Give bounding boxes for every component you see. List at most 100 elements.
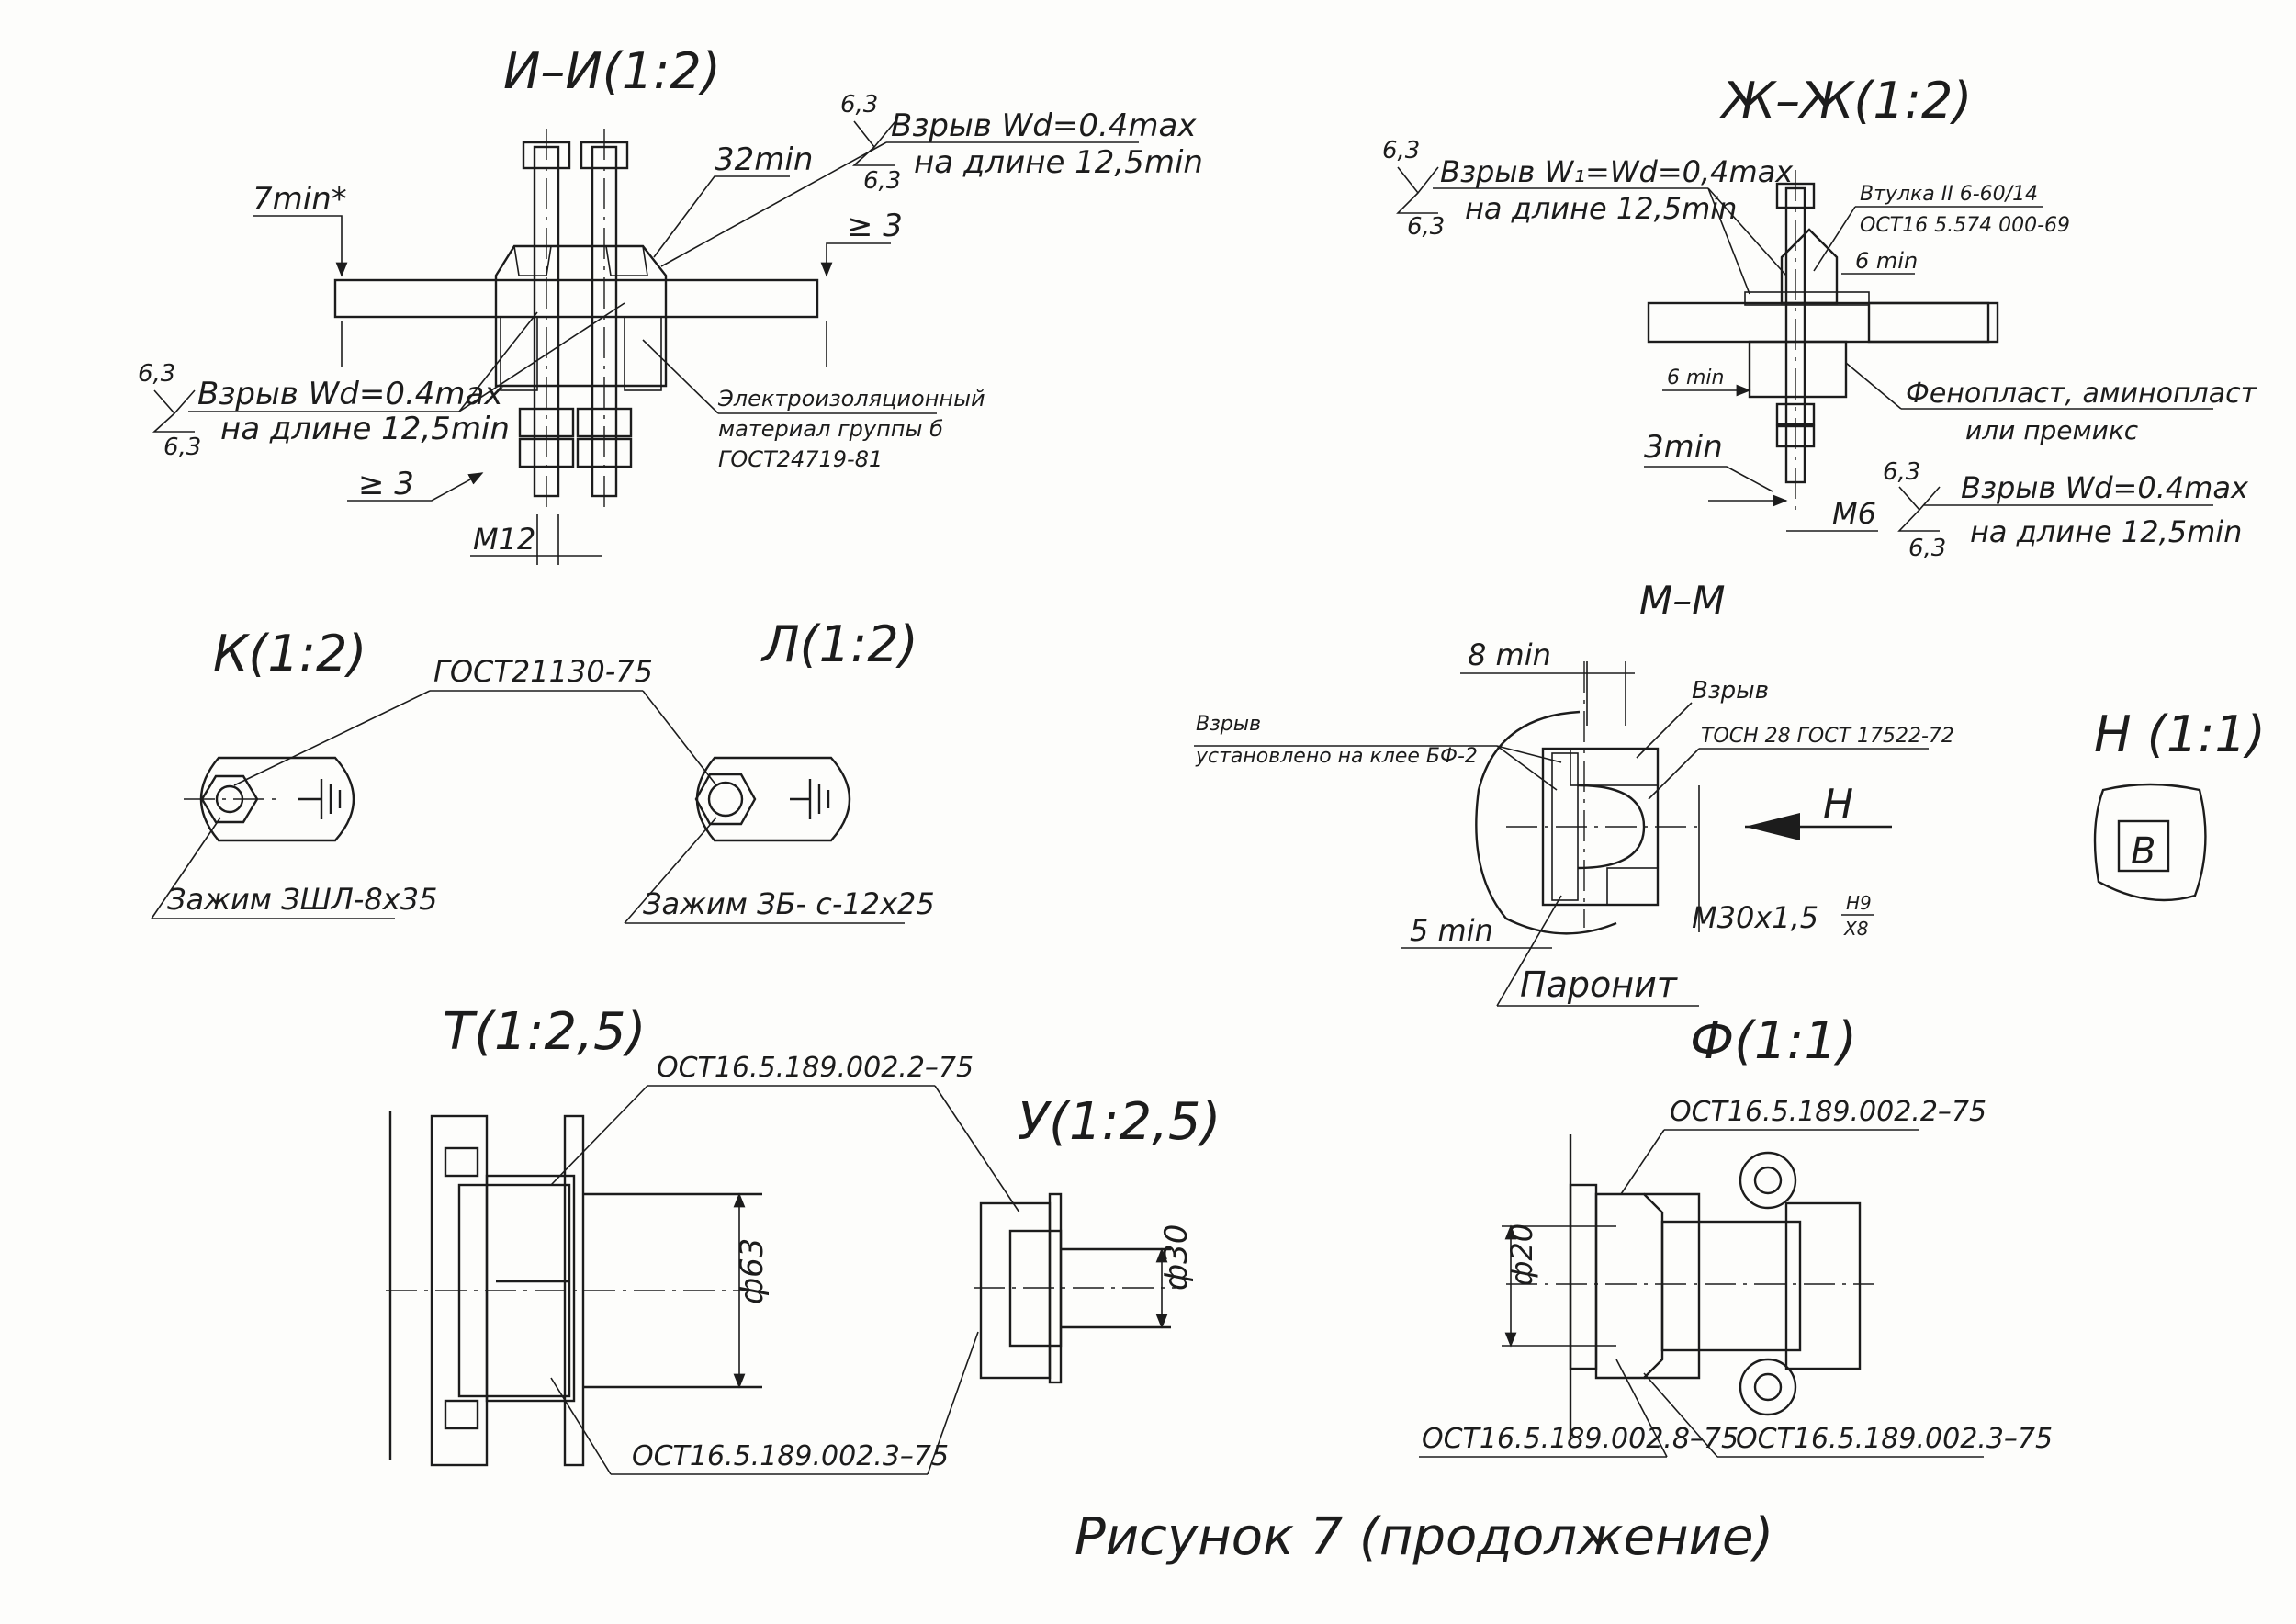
svg-text:Взрыв W₁=Wd=0,4max: Взрыв W₁=Wd=0,4max [1440, 154, 1794, 189]
view-t: Т(1:2,5) ф63 ОСТ16.5.189.002.2–75 ОСТ16.… [386, 1002, 1020, 1475]
svg-text:ОСТ16.5.189.002.2–75: ОСТ16.5.189.002.2–75 [1670, 1096, 1986, 1128]
svg-text:или премикс: или премикс [1965, 415, 2139, 445]
ii-dim-ge3-left: ≥ 3 [358, 466, 414, 502]
view-k: К(1:2) Зажим ЗШЛ-8х35 [151, 625, 437, 919]
n-mark-box [2117, 819, 2170, 873]
f-ost-bottom-left-note: ОСТ16.5.189.002.8–75 [1419, 1359, 1739, 1458]
view-l-title: Л(1:2) [760, 615, 918, 673]
svg-text:на длине 12,5min: на длине 12,5min [220, 411, 510, 447]
view-k-title: К(1:2) [213, 625, 366, 682]
ii-dim-32min: 32min [715, 141, 813, 178]
svg-text:на длине 12,5min: на длине 12,5min [1465, 191, 1737, 226]
svg-text:6,3: 6,3 [840, 91, 878, 118]
svg-text:установлено на клее БФ-2: установлено на клее БФ-2 [1195, 745, 1478, 768]
svg-text:6,3: 6,3 [1883, 458, 1920, 486]
view-zhzh-title: Ж–Ж(1:2) [1719, 72, 1972, 130]
view-u: У(1:2,5) ф30 [974, 1092, 1221, 1384]
zhzh-plate-left [1647, 301, 1999, 344]
mm-vzryv-left-note: Взрыв установлено на клее БФ-2 [1194, 713, 1562, 791]
f-lug-top [1739, 1151, 1797, 1210]
u-diameter-dim: ф30 [1155, 1224, 1195, 1329]
svg-text:ОСТ16.5.189.002.2–75: ОСТ16.5.189.002.2–75 [657, 1052, 974, 1084]
mm-vzryv-right: Взрыв [1692, 677, 1769, 705]
svg-text:на длине 12,5min: на длине 12,5min [1970, 514, 2242, 549]
t-ost-top-note: ОСТ16.5.189.002.2–75 [550, 1052, 1020, 1213]
svg-text:Электроизоляционный: Электроизоляционный [717, 386, 985, 412]
zhzh-dim-6min-top: 6 min [1855, 248, 1918, 274]
f-ost-top-note: ОСТ16.5.189.002.2–75 [1620, 1096, 1986, 1195]
t-ost-bottom-note: ОСТ16.5.189.002.3–75 [550, 1331, 979, 1475]
view-n-title: Н (1:1) [2094, 705, 2266, 763]
ii-dim-ge3-right: ≥ 3 [847, 208, 903, 244]
mm-view-arrow: Н [1745, 781, 1892, 840]
svg-text:ф30: ф30 [1158, 1224, 1195, 1291]
view-ii: И–И(1:2) 7min* 32min ≥ 3 6,3 6, [138, 42, 1203, 565]
n-mark: B [2131, 830, 2155, 873]
ii-top-surface-note: 6,3 6,3 Взрыв Wd=0.4max на длине 12,5min [660, 91, 1203, 267]
view-n: Н (1:1) B [2093, 705, 2266, 902]
ii-plate [333, 278, 819, 319]
svg-text:ОСТ16.5.189.002.3–75: ОСТ16.5.189.002.3–75 [632, 1440, 949, 1472]
ii-dim-7min: 7min* [253, 181, 347, 218]
view-f: Ф(1:1) ф20 ОСТ16.5.189.002.2–75 ОСТ16.5.… [1419, 1011, 2053, 1458]
view-l: Л(1:2) Зажим ЗБ- с-12х25 [624, 615, 935, 924]
svg-text:Взрыв Wd=0.4max: Взрыв Wd=0.4max [891, 107, 1197, 144]
svg-text:6,3: 6,3 [863, 167, 901, 195]
svg-text:ф20: ф20 [1504, 1224, 1539, 1286]
n-outline [2093, 783, 2207, 902]
view-ii-title: И–И(1:2) [503, 42, 721, 100]
zhzh-left-surface-note: 6,3 6,3 Взрыв W₁=Wd=0,4max на длине 12,5… [1382, 137, 1794, 295]
svg-text:ОСТ16.5.189.002.3–75: ОСТ16.5.189.002.3–75 [1736, 1423, 2053, 1455]
svg-text:ГОСТ24719-81: ГОСТ24719-81 [718, 446, 883, 472]
figure-caption: Рисунок 7 (продолжение) [1075, 1507, 1773, 1567]
svg-text:Фенопласт, аминопласт: Фенопласт, аминопласт [1906, 378, 2258, 410]
svg-text:материал группы б: материал группы б [718, 416, 943, 442]
svg-text:H9: H9 [1846, 892, 1872, 914]
k-lug [199, 756, 355, 842]
f-diameter-dim: ф20 [1502, 1224, 1616, 1348]
svg-text:Н: Н [1823, 781, 1853, 828]
svg-text:6,3: 6,3 [1382, 137, 1420, 164]
svg-text:Взрыв Wd=0.4max: Взрыв Wd=0.4max [1961, 470, 2249, 505]
zhzh-dim-3min: 3min [1644, 429, 1723, 466]
svg-text:6,3: 6,3 [1407, 213, 1445, 241]
svg-text:ф63: ф63 [734, 1238, 771, 1304]
svg-text:на длине 12,5min: на длине 12,5min [914, 144, 1203, 181]
view-f-title: Ф(1:1) [1690, 1011, 1857, 1071]
f-seal [1594, 1192, 1664, 1380]
zhzh-dim-6min-left: 6 min [1667, 367, 1724, 389]
svg-text:ОСТ16 5.574 000-69: ОСТ16 5.574 000-69 [1860, 214, 2070, 237]
svg-text:6,3: 6,3 [1908, 535, 1946, 562]
l-ground-icon [790, 779, 830, 819]
ii-insulation-right [624, 316, 662, 391]
svg-text:М30х1,5: М30х1,5 [1692, 900, 1818, 935]
view-zhzh: Ж–Ж(1:2) 6,3 6,3 Взрыв W₁=Wd=0,4max на д… [1382, 72, 2258, 562]
k-clamp-label: Зажим ЗШЛ-8х35 [167, 882, 437, 917]
k-l-standard-note: ГОСТ21130-75 [233, 654, 717, 786]
view-mm: М–М 8 min Взрыв ТОСН 28 ГОСТ 17522-72 Вз… [1194, 578, 1954, 1007]
zhzh-bushing [1748, 340, 1848, 399]
zhzh-bushing-note: Втулка II 6-60/14 ОСТ16 5.574 000-69 [1813, 183, 2070, 272]
ii-material-note: Электроизоляционный материал группы б ГО… [642, 339, 985, 472]
svg-text:X8: X8 [1843, 918, 1868, 940]
view-t-title: Т(1:2,5) [443, 1002, 646, 1062]
ii-dim-m12: M12 [473, 522, 535, 557]
zhzh-bottom-surface-note: 6,3 6,3 Взрыв Wd=0.4max на длине 12,5min [1883, 458, 2249, 562]
mm-dim-5min: 5 min [1410, 913, 1493, 948]
svg-text:Паронит: Паронит [1520, 964, 1679, 1005]
svg-text:Взрыв Wd=0.4max: Взрыв Wd=0.4max [197, 376, 503, 412]
svg-text:ОСТ16.5.189.002.8–75: ОСТ16.5.189.002.8–75 [1422, 1423, 1739, 1455]
view-mm-title: М–М [1639, 578, 1725, 623]
mm-paronit-note: Паронит [1496, 895, 1699, 1007]
k-ground-icon [298, 779, 342, 819]
svg-text:Втулка II 6-60/14: Втулка II 6-60/14 [1860, 183, 2038, 206]
l-clamp-label: Зажим ЗБ- с-12х25 [643, 886, 935, 921]
f-lug-bottom [1739, 1358, 1797, 1416]
l-lug [695, 756, 851, 842]
zhzh-dim-m6: M6 [1832, 496, 1876, 531]
mm-thread-note: М30х1,5 H9 X8 [1692, 785, 1874, 940]
svg-text:6,3: 6,3 [163, 434, 201, 461]
f-ost-bottom-right-note: ОСТ16.5.189.002.3–75 [1643, 1372, 2053, 1458]
